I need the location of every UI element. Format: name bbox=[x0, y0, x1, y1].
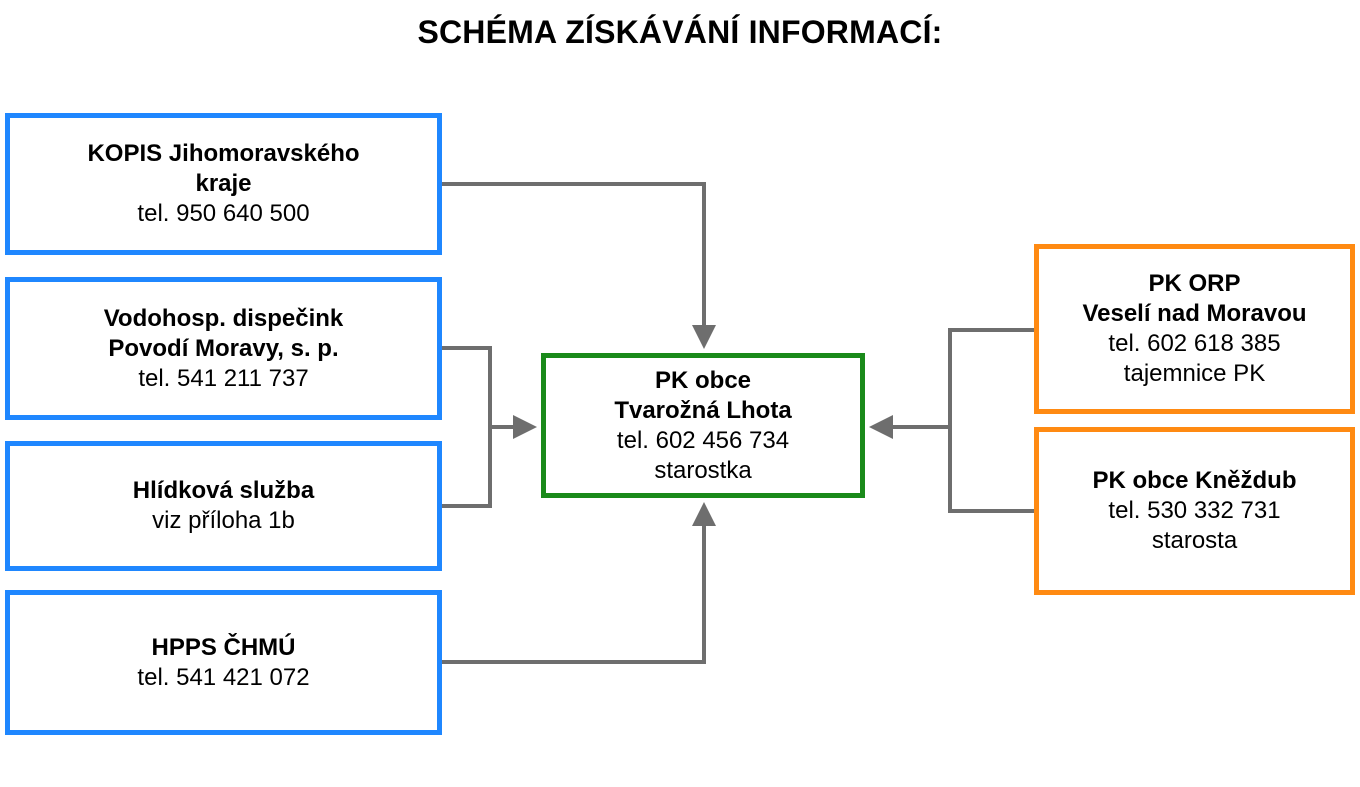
box-vodohosp-phone: tel. 541 211 737 bbox=[138, 364, 309, 392]
box-pk-orp-name-1: PK ORP bbox=[1148, 270, 1241, 297]
box-pk-orp-role: tajemnice PK bbox=[1123, 360, 1266, 387]
box-hlidkova-name: Hlídková služba bbox=[132, 477, 315, 504]
box-center-name-1: PK obce bbox=[654, 366, 752, 394]
box-pk-orp: PK ORP Veselí nad Moravou tel. 602 618 3… bbox=[1034, 244, 1355, 414]
box-vodohosp-name-1: Vodohosp. dispečink bbox=[103, 304, 344, 332]
box-center-role: starostka bbox=[654, 456, 752, 484]
box-pk-knezdub: PK obce Kněždub tel. 530 332 731 starost… bbox=[1034, 427, 1355, 595]
connector-vodohosp bbox=[442, 346, 492, 508]
box-pk-orp-phone: tel. 602 618 385 bbox=[1108, 330, 1281, 357]
connector-kopis bbox=[442, 182, 716, 349]
box-kopis: KOPIS Jihomoravského kraje tel. 950 640 … bbox=[5, 113, 442, 255]
box-center-pk-obce: PK obce Tvarožná Lhota tel. 602 456 734 … bbox=[541, 353, 865, 498]
box-hlidkova-note: viz příloha 1b bbox=[152, 507, 295, 534]
box-kopis-name-2: kraje bbox=[195, 170, 252, 197]
box-pk-orp-name-2: Veselí nad Moravou bbox=[1082, 300, 1307, 327]
box-kopis-phone: tel. 950 640 500 bbox=[137, 200, 310, 227]
box-vodohosp-name-2: Povodí Moravy, s. p. bbox=[108, 334, 339, 362]
box-hpps: HPPS ČHMÚ tel. 541 421 072 bbox=[5, 590, 442, 735]
box-kopis-name-1: KOPIS Jihomoravského bbox=[87, 140, 360, 167]
diagram-title: SCHÉMA ZÍSKÁVÁNÍ INFORMACÍ: bbox=[417, 14, 943, 50]
connector-right-bracket bbox=[948, 328, 1034, 513]
box-center-phone: tel. 602 456 734 bbox=[616, 426, 790, 454]
connector-hpps bbox=[442, 502, 716, 664]
box-hpps-name: HPPS ČHMÚ bbox=[151, 633, 296, 661]
box-pk-knezdub-name: PK obce Kněždub bbox=[1092, 467, 1297, 494]
box-hpps-phone: tel. 541 421 072 bbox=[137, 663, 310, 691]
box-vodohosp: Vodohosp. dispečink Povodí Moravy, s. p.… bbox=[5, 277, 442, 420]
box-hlidkova: Hlídková služba viz příloha 1b bbox=[5, 441, 442, 571]
box-pk-knezdub-role: starosta bbox=[1151, 527, 1238, 554]
box-center-name-2: Tvarožná Lhota bbox=[614, 396, 792, 424]
box-pk-knezdub-phone: tel. 530 332 731 bbox=[1108, 497, 1281, 524]
